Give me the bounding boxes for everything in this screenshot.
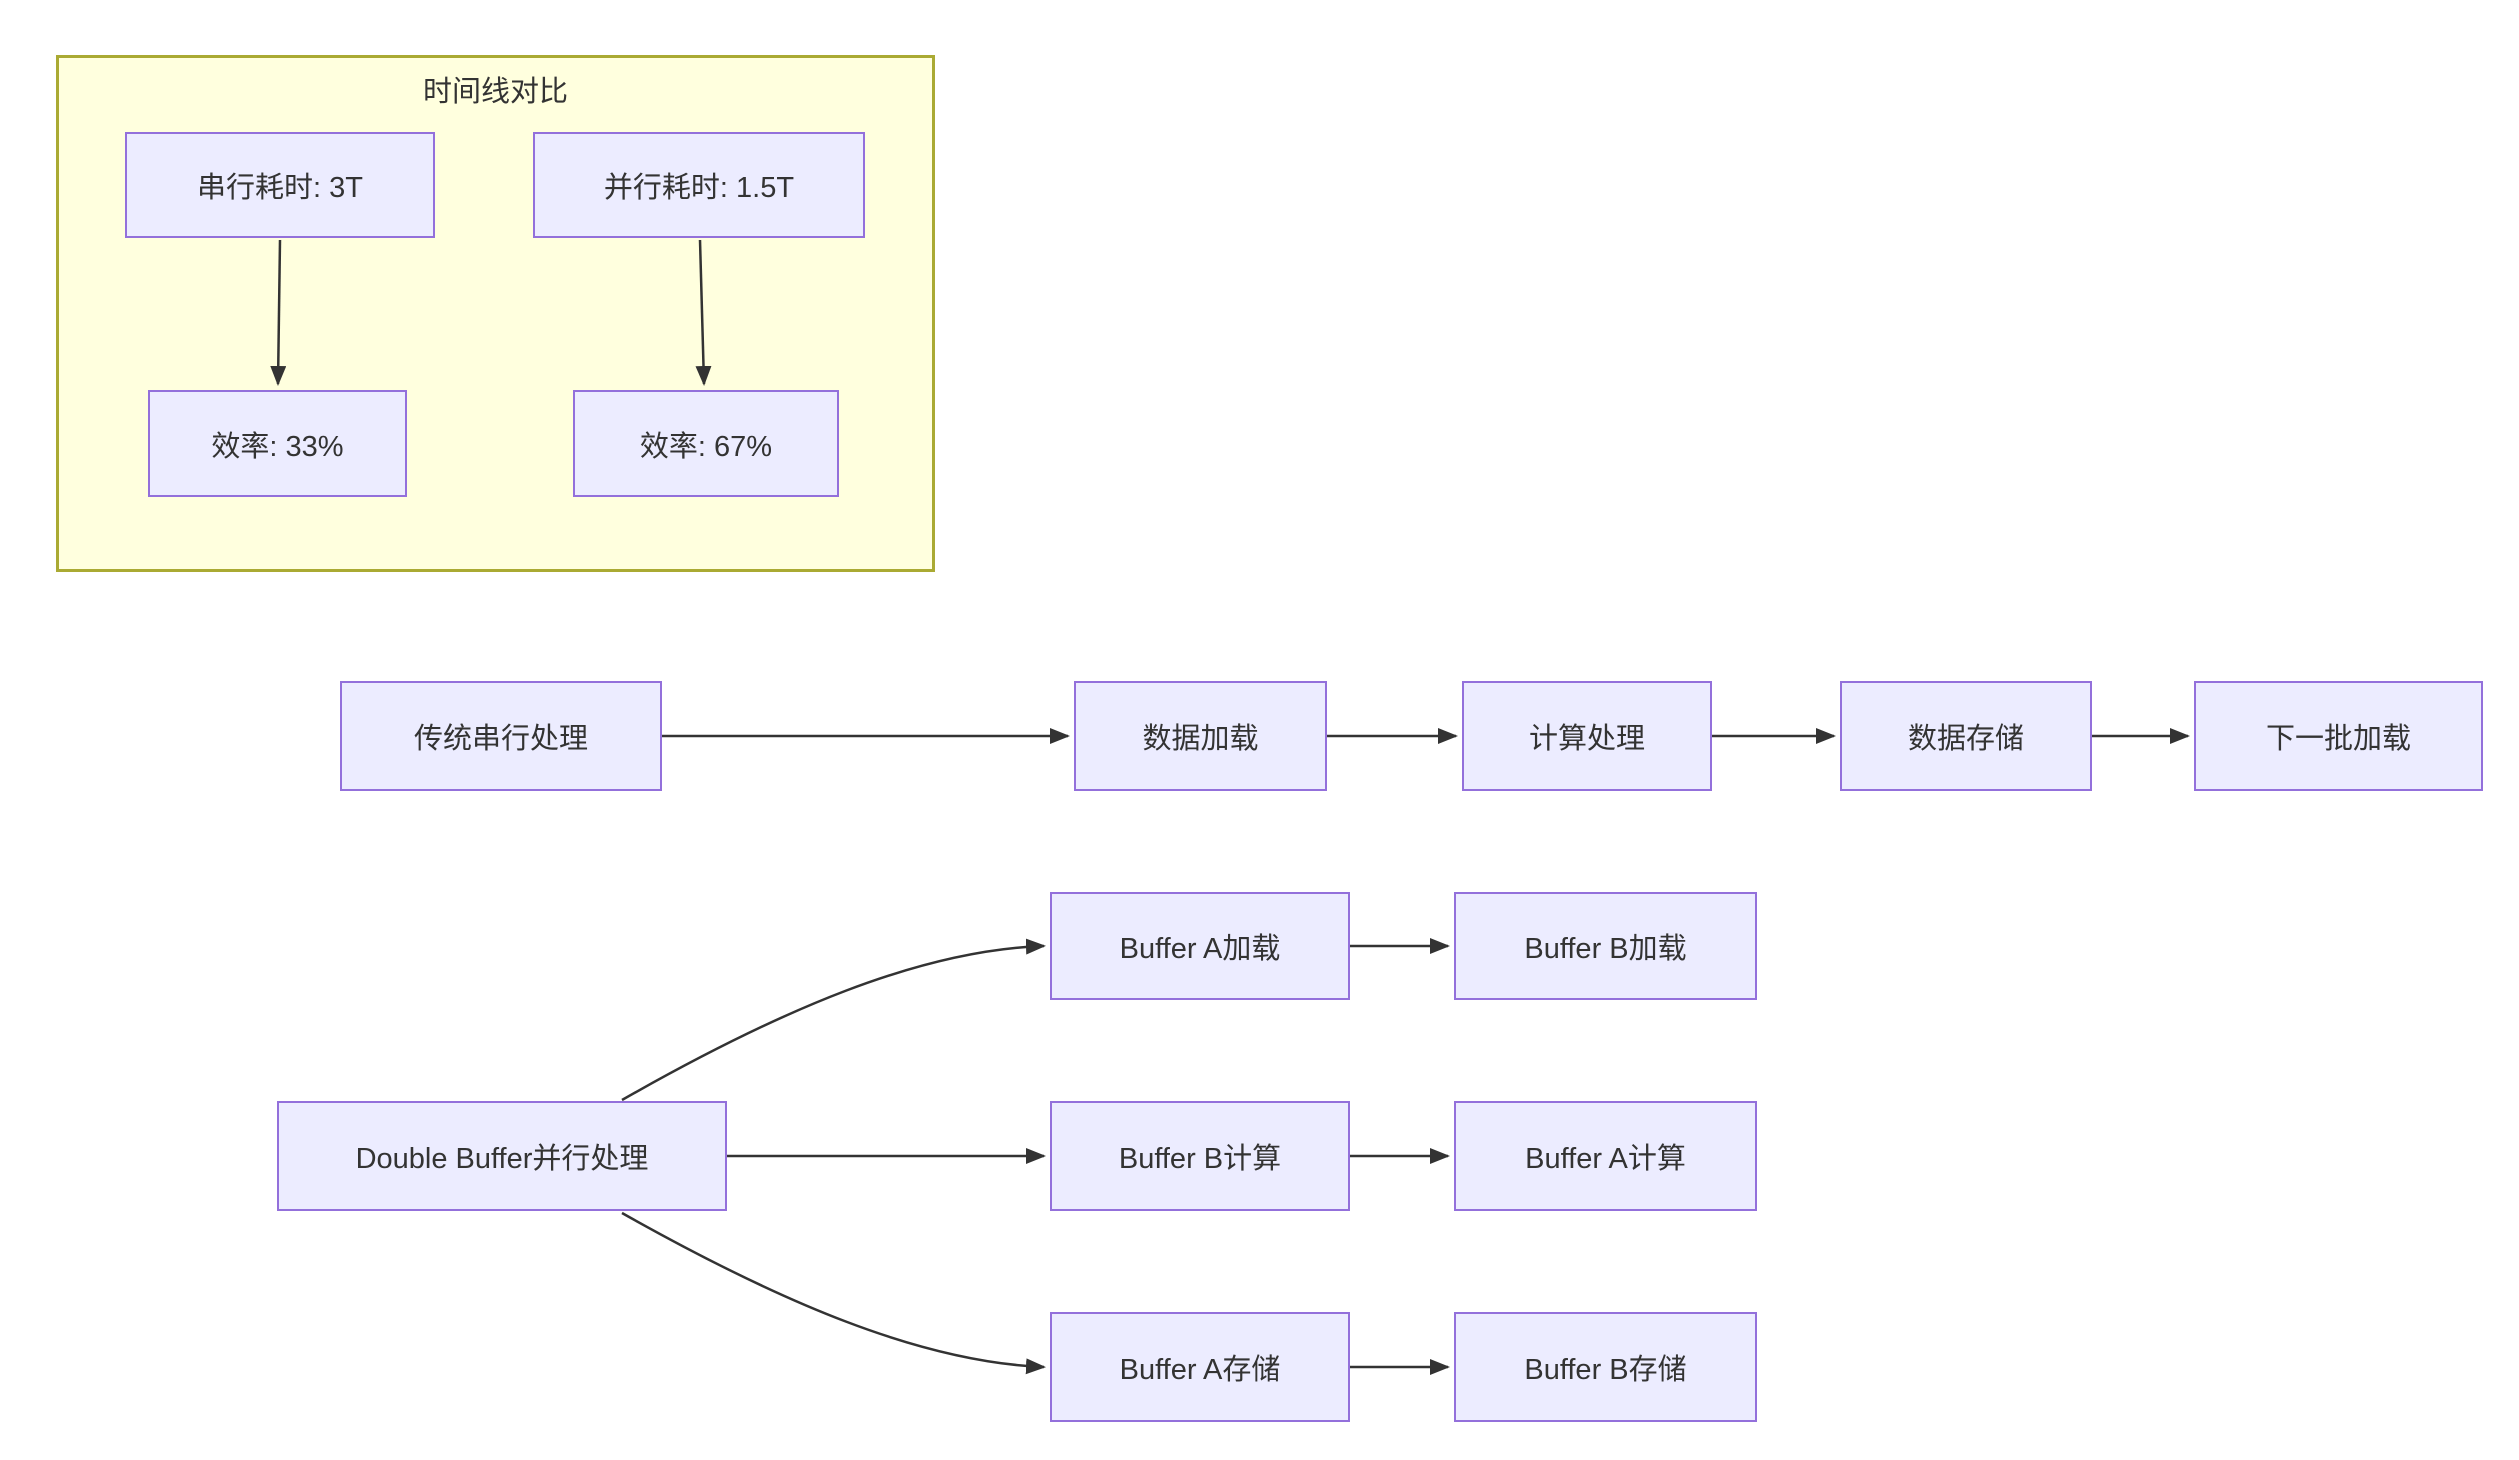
node-buffer-b-load: Buffer B加载: [1454, 892, 1757, 1000]
node-serial-efficiency: 效率: 33%: [148, 390, 407, 497]
edge-double-buffer-to-buf-a-load: [621, 938, 1046, 1102]
edge-parallel-time-to-parallel-eff: [695, 239, 712, 386]
node-buffer-a-load: Buffer A加载: [1050, 892, 1350, 1000]
edge-double-buffer-to-buf-a-store: [621, 1211, 1046, 1375]
edge-serial-time-to-serial-eff: [270, 239, 287, 386]
node-buffer-a-store: Buffer A存储: [1050, 1312, 1350, 1422]
node-buffer-b-compute: Buffer B计算: [1050, 1101, 1350, 1211]
node-traditional-serial: 传统串行处理: [340, 681, 662, 791]
node-next-batch-load: 下一批加载: [2194, 681, 2483, 791]
cluster-title: 时间线对比: [422, 76, 568, 108]
node-buffer-a-compute: Buffer A计算: [1454, 1101, 1757, 1211]
node-double-buffer: Double Buffer并行处理: [277, 1101, 727, 1211]
node-buffer-b-store: Buffer B存储: [1454, 1312, 1757, 1422]
node-data-store: 数据存储: [1840, 681, 2092, 791]
node-parallel-efficiency: 效率: 67%: [573, 390, 839, 497]
node-parallel-time: 并行耗时: 1.5T: [533, 132, 865, 238]
node-compute: 计算处理: [1462, 681, 1712, 791]
node-serial-time: 串行耗时: 3T: [125, 132, 435, 238]
node-data-load: 数据加载: [1074, 681, 1327, 791]
